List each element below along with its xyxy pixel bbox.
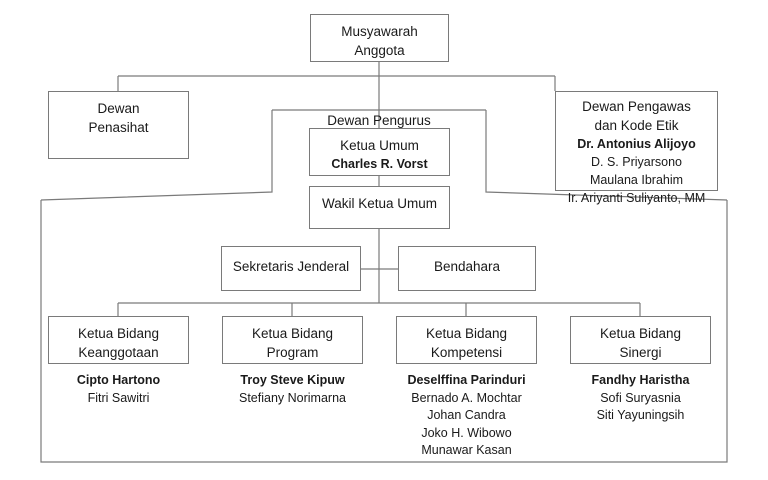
division-3-role-line-2: Kompetensi: [430, 345, 503, 360]
node-dewan-penasihat[interactable]: Dewan Penasihat: [48, 91, 189, 159]
supervisory-member-3: Ir. Ariyanti Suliyanto, MM: [567, 191, 706, 205]
chair-role: Ketua Umum: [340, 138, 419, 153]
node-ketua-bidang-program[interactable]: Ketua Bidang Program: [222, 316, 363, 364]
division-3-member-2: Johan Candra: [427, 408, 506, 422]
division-1-role-line-2: Keanggotaan: [78, 345, 159, 360]
division-3-role-line-1: Ketua Bidang: [425, 326, 508, 341]
division-4-member-2: Siti Yayuningsih: [596, 408, 685, 422]
division-3-member-3: Joko H. Wibowo: [421, 425, 512, 440]
treasurer-role: Bendahara: [433, 259, 501, 274]
node-musyawarah-anggota[interactable]: Musyawarah Anggota: [310, 14, 449, 62]
connector-management-bracket-right: [485, 110, 728, 201]
assembly-line-1: Musyawarah: [341, 24, 418, 39]
node-sekretaris-jenderal[interactable]: Sekretaris Jenderal: [221, 246, 361, 291]
connector-management-bracket-left: [40, 110, 273, 201]
node-ketua-bidang-kompetensi[interactable]: Ketua Bidang Kompetensi: [396, 316, 537, 364]
division-3-member-1: Bernado A. Mochtar: [411, 390, 522, 405]
supervisory-chair: Dr. Antonius Alijoyo: [577, 137, 696, 151]
staff-list-keanggotaan: Cipto Hartono Fitri Sawitri: [48, 372, 189, 407]
management-enclosure: [40, 200, 728, 463]
vice-chair-role: Wakil Ketua Umum: [321, 196, 438, 211]
division-4-member-1: Sofi Suryasnia: [600, 390, 681, 405]
supervisory-line-1: Dewan Pengawas: [582, 99, 691, 114]
division-4-role-line-2: Sinergi: [619, 345, 662, 360]
node-dewan-pengawas[interactable]: Dewan Pengawas dan Kode Etik Dr. Antoniu…: [555, 91, 718, 205]
chair-name: Charles R. Vorst: [331, 157, 428, 171]
node-wakil-ketua-umum[interactable]: Wakil Ketua Umum: [309, 186, 450, 229]
staff-list-program: Troy Steve Kipuw Stefiany Norimarna: [222, 372, 363, 407]
assembly-line-2: Anggota: [354, 43, 405, 58]
division-2-lead: Troy Steve Kipuw: [240, 373, 345, 387]
division-2-member-1: Stefiany Norimarna: [239, 390, 346, 405]
division-4-lead: Fandhy Haristha: [591, 373, 690, 387]
supervisory-member-1: D. S. Priyarsono: [590, 155, 682, 169]
supervisory-line-2: dan Kode Etik: [594, 118, 679, 133]
division-3-lead: Deselffina Parinduri: [407, 373, 526, 387]
division-1-lead: Cipto Hartono: [76, 373, 161, 387]
advisory-line-1: Dewan: [97, 101, 140, 116]
staff-list-kompetensi: Deselffina Parinduri Bernado A. Mochtar …: [396, 372, 537, 460]
staff-list-sinergi: Fandhy Haristha Sofi Suryasnia Siti Yayu…: [570, 372, 711, 425]
label-dewan-pengurus: Dewan Pengurus: [327, 113, 431, 128]
division-1-role-line-1: Ketua Bidang: [77, 326, 160, 341]
node-ketua-bidang-keanggotaan[interactable]: Ketua Bidang Keanggotaan: [48, 316, 189, 364]
node-bendahara[interactable]: Bendahara: [398, 246, 536, 291]
division-3-member-4: Munawar Kasan: [421, 443, 512, 457]
division-4-role-line-1: Ketua Bidang: [599, 326, 682, 341]
secretary-role: Sekretaris Jenderal: [232, 259, 350, 274]
supervisory-member-2: Maulana Ibrahim: [589, 173, 684, 187]
division-1-member-1: Fitri Sawitri: [87, 390, 150, 405]
division-2-role-line-2: Program: [266, 345, 319, 360]
division-2-role-line-1: Ketua Bidang: [251, 326, 334, 341]
advisory-line-2: Penasihat: [88, 120, 149, 135]
node-ketua-bidang-sinergi[interactable]: Ketua Bidang Sinergi: [570, 316, 711, 364]
node-ketua-umum[interactable]: Ketua Umum Charles R. Vorst: [309, 128, 450, 176]
